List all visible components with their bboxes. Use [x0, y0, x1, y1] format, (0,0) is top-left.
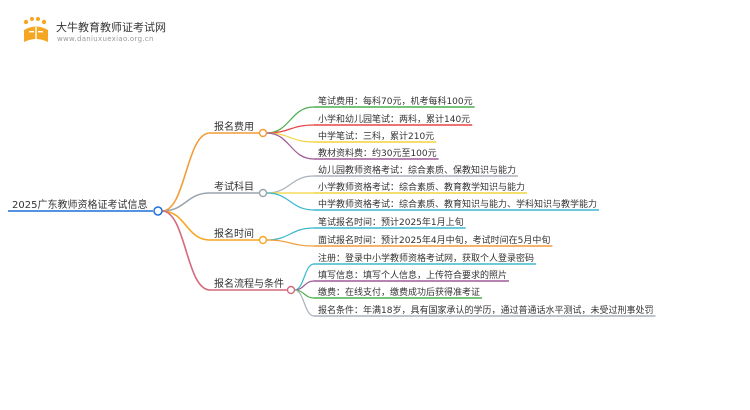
leaf-label: 填写信息：填写个人信息，上传符合要求的照片 — [318, 269, 507, 281]
leaf-edge — [266, 227, 315, 241]
leaf-label: 报名条件：年满18岁，具有国家承认的学历，通过普通话水平测试，未受过刑事处罚 — [318, 304, 653, 316]
leaf-edge — [294, 289, 315, 317]
branch-edge — [161, 132, 211, 212]
leaf-label: 中学笔试：三科，累计210元 — [318, 130, 434, 142]
root-node-circle[interactable] — [153, 206, 163, 216]
site-name: 大牛教育教师证考试网 — [56, 21, 166, 34]
branch-label: 报名时间 — [214, 227, 254, 240]
branch-label: 报名费用 — [214, 120, 254, 133]
branch-node-circle[interactable] — [258, 188, 268, 198]
leaf-edge — [266, 239, 315, 247]
logo-icon — [23, 17, 48, 42]
branch-edge — [161, 210, 211, 241]
branch-edge — [161, 210, 211, 291]
branch-label: 考试科目 — [214, 180, 254, 193]
leaf-edge — [266, 132, 315, 160]
site-url: www.daniuxuexiao.org.cn — [57, 35, 154, 43]
leaf-label: 注册：登录中小学教师资格考试网，获取个人登录密码 — [318, 252, 534, 264]
leaf-label: 教材资料费：约30元至100元 — [318, 147, 437, 159]
branch-node-circle[interactable] — [258, 128, 268, 138]
leaf-label: 笔试报名时间：预计2025年1月上旬 — [318, 216, 464, 228]
leaf-edge — [266, 175, 315, 194]
branch-node-circle[interactable] — [258, 235, 268, 245]
branch-edge — [161, 192, 211, 212]
leaf-label: 缴费：在线支付，缴费成功后获得准考证 — [318, 286, 480, 298]
root-label: 2025广东教师资格证考试信息 — [12, 198, 147, 211]
mind-map-edges — [8, 106, 656, 317]
leaf-label: 笔试费用：每科70元，机考每科100元 — [318, 95, 473, 107]
branch-label: 报名流程与条件 — [214, 277, 284, 290]
leaf-label: 小学和幼儿园笔试：两科，累计140元 — [318, 113, 470, 125]
leaf-label: 面试报名时间：预计2025年4月中旬，考试时间在5月中旬 — [318, 234, 550, 246]
mind-map-nodes: 2025广东教师资格证考试信息报名费用笔试费用：每科70元，机考每科100元小学… — [12, 95, 653, 316]
site-header: 大牛教育教师证考试网 www.daniuxuexiao.org.cn — [20, 14, 320, 48]
leaf-label: 中学教师资格考试：综合素质、教育知识与能力、学科知识与教学能力 — [318, 198, 597, 210]
leaf-label: 幼儿园教师资格考试：综合素质、保教知识与能力 — [318, 164, 516, 176]
leaf-edge — [266, 192, 315, 211]
leaf-label: 小学教师资格考试：综合素质、教育教学知识与能力 — [318, 181, 525, 193]
branch-node-circle[interactable] — [286, 285, 296, 295]
